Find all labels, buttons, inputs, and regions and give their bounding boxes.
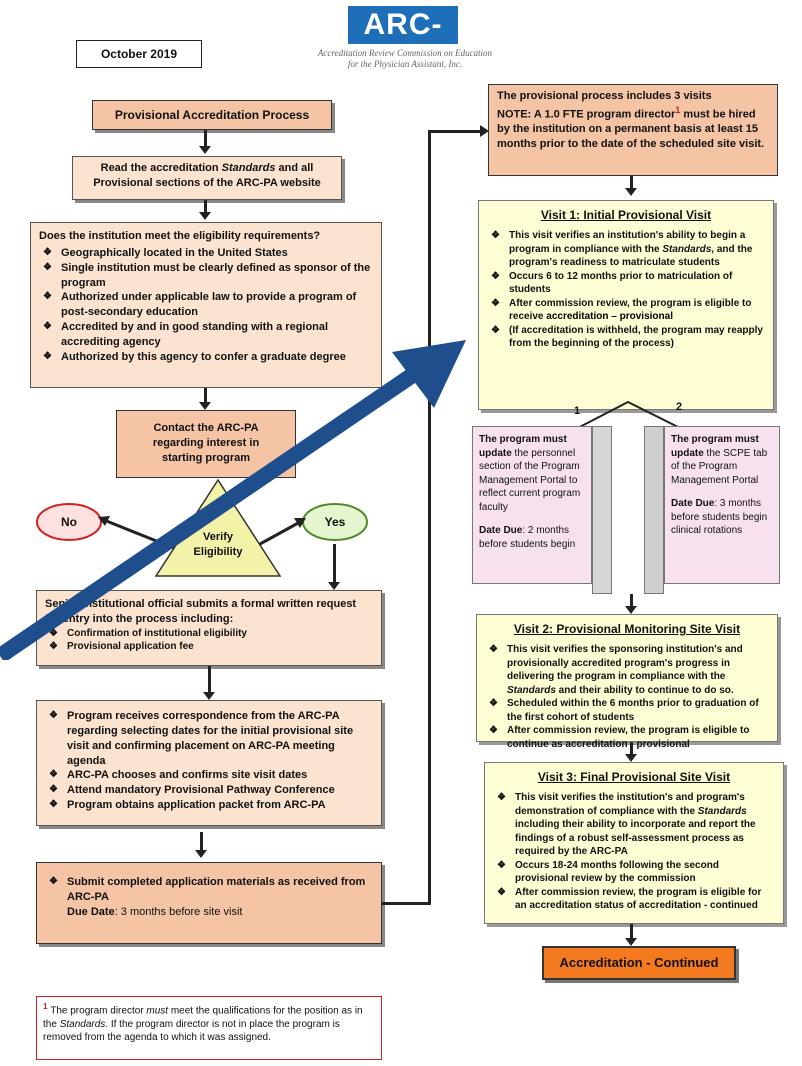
arrow-head <box>199 212 211 220</box>
large-blue-arrow <box>0 340 466 660</box>
visit-3-box: Visit 3: Final Provisional Site Visit Th… <box>484 762 784 924</box>
arrow-head <box>203 692 215 700</box>
process-title: Provisional Accreditation Process <box>92 100 332 130</box>
program-correspondence-box: Program receives correspondence from the… <box>36 700 382 826</box>
eligibility-item: Geographically located in the United Sta… <box>39 246 373 261</box>
arrow-down <box>630 594 633 610</box>
arrow-down <box>630 742 633 758</box>
visit-2-item: This visit verifies the sponsoring insti… <box>485 643 769 697</box>
arrow-head <box>199 146 211 154</box>
visit-2-box: Visit 2: Provisional Monitoring Site Vis… <box>476 614 778 750</box>
read-standards-box: Read the accreditation Standards and all… <box>72 156 342 200</box>
eligibility-item: Single institution must be clearly defin… <box>39 261 373 291</box>
arrow-down <box>333 544 336 588</box>
provisional-process-note: The provisional process includes 3 visit… <box>488 84 778 176</box>
visit-1-item: (If accreditation is withheld, the progr… <box>487 324 765 351</box>
eligibility-item: Authorized under applicable law to provi… <box>39 290 373 320</box>
arrow-head <box>195 850 207 858</box>
arrow-head <box>199 402 211 410</box>
program-item: Attend mandatory Provisional Pathway Con… <box>45 783 373 798</box>
senior-official-box: Senior institutional official submits a … <box>36 590 382 666</box>
footnote-box: 1 The program director must meet the qua… <box>36 996 382 1060</box>
program-item: ARC-PA chooses and confirms site visit d… <box>45 768 373 783</box>
arrow-down <box>204 130 207 150</box>
yes-label: Yes <box>324 515 346 529</box>
senior-item: Confirmation of institutional eligibilit… <box>45 627 373 641</box>
visit-1-item: Occurs 6 to 12 months prior to matricula… <box>487 270 765 297</box>
split-arrows <box>569 400 689 433</box>
fold-panel-right <box>644 426 664 594</box>
connector-line <box>428 130 484 133</box>
arc-pa-logo: ARC-PA <box>348 6 458 79</box>
arrow-head <box>625 606 637 614</box>
arrow-down <box>204 388 207 406</box>
logo-tagline: Accreditation Review Commission on Educa… <box>317 48 493 69</box>
arrow-to-yes <box>259 518 306 546</box>
arrow-head <box>480 125 489 137</box>
visit-3-item: This visit verifies the institution's an… <box>493 791 775 859</box>
eligibility-item: Accredited by and in good standing with … <box>39 320 373 350</box>
arrow-down <box>630 924 633 942</box>
arrow-down <box>204 200 207 216</box>
update-personnel-box: The program must update the personnel se… <box>472 426 592 584</box>
arrow-head <box>328 582 340 590</box>
visit-1-item: This visit verifies an institution's abi… <box>487 229 765 270</box>
senior-item: Provisional application fee <box>45 640 373 654</box>
arrow-head <box>625 938 637 946</box>
arrow-down <box>208 666 211 696</box>
visit-3-item: Occurs 18-24 months following the second… <box>493 859 775 886</box>
no-label: No <box>61 515 77 529</box>
submit-item: Submit completed application materials a… <box>45 875 373 920</box>
branch-number-2: 2 <box>676 401 683 413</box>
program-item: Program obtains application packet from … <box>45 798 373 813</box>
visit-1-item: After commission review, the program is … <box>487 297 765 324</box>
visit-2-item: Scheduled within the 6 months prior to g… <box>485 697 769 724</box>
connector-line <box>382 902 430 905</box>
arrow-head <box>625 754 637 762</box>
no-cloud-shape <box>36 503 102 541</box>
visit-3-item: After commission review, the program is … <box>493 886 775 913</box>
program-item: Program receives correspondence from the… <box>45 709 373 768</box>
fold-panel-left <box>592 426 612 594</box>
arrow-down <box>200 832 203 854</box>
accreditation-continued-box: Accreditation - Continued <box>542 946 736 980</box>
connector-line <box>428 130 431 905</box>
submit-materials-box: Submit completed application materials a… <box>36 862 382 944</box>
eligibility-item: Authorized by this agency to confer a gr… <box>39 350 373 365</box>
eligibility-box: Does the institution meet the eligibilit… <box>30 222 382 388</box>
arrow-down <box>630 176 633 192</box>
update-scpe-box: The program must update the SCPE tab of … <box>664 426 780 584</box>
date-label: October 2019 <box>76 40 202 68</box>
branch-number-1: 1 <box>574 405 581 417</box>
arrow-head <box>625 188 637 196</box>
visit-1-box: Visit 1: Initial Provisional Visit This … <box>478 200 774 410</box>
visit-2-item: After commission review, the program is … <box>485 724 769 751</box>
